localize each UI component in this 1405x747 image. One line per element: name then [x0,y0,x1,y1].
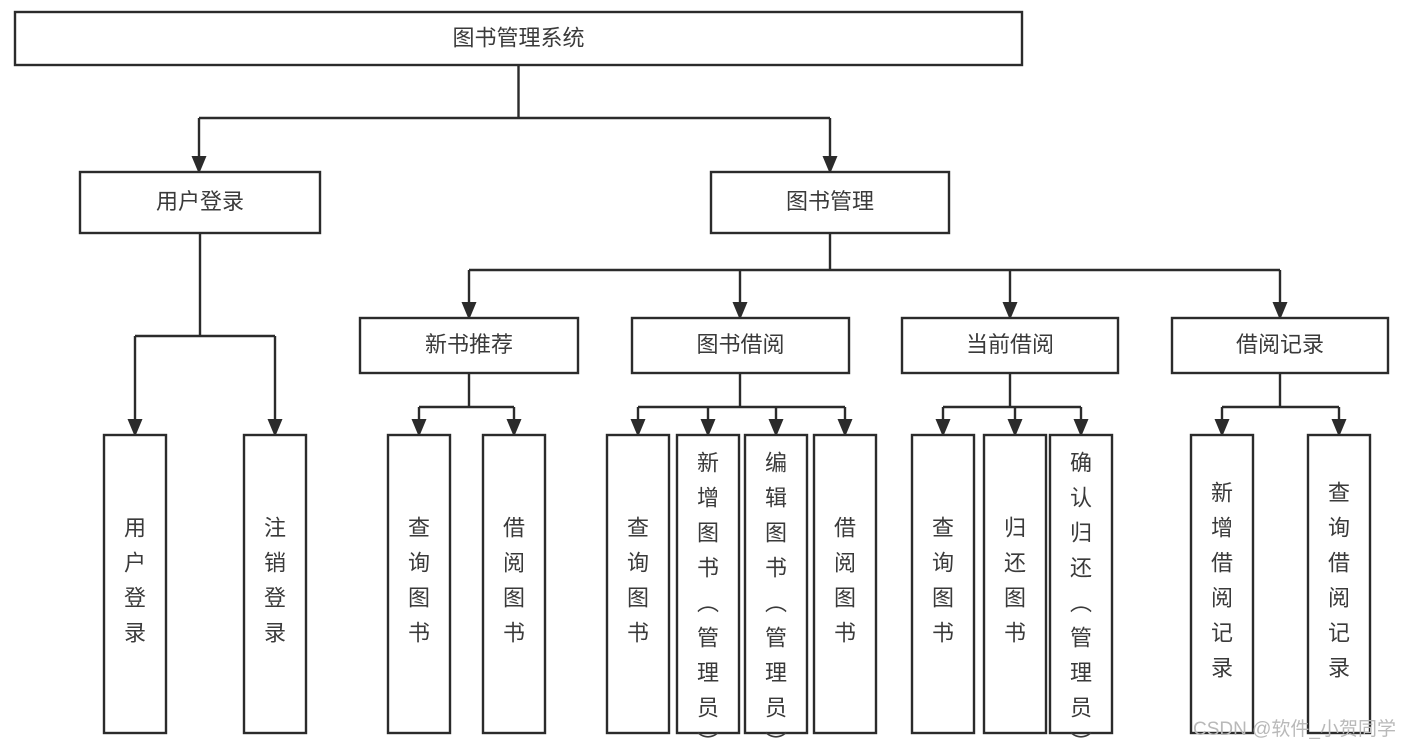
node-book-borrow[interactable]: 图书借阅 [630,316,851,375]
leaf-node-label: 用户登录 [124,515,146,645]
leaf-node[interactable]: 查询图书 [386,433,452,735]
leaf-node-box[interactable] [910,433,976,735]
leaf-node[interactable]: 查询借阅记录 [1306,433,1372,735]
node-current-borrow-box[interactable] [900,316,1120,375]
node-user-login-label: 用户登录 [156,189,244,214]
leaf-node[interactable]: 借阅图书 [812,433,878,735]
leaf-node-box[interactable] [743,433,809,735]
leaf-node-label: 新增图书︵管理员︶ [697,450,719,747]
leaf-node-label: 新增借阅记录 [1211,480,1233,680]
leaf-node-box[interactable] [386,433,452,735]
node-root-box[interactable] [13,10,1024,67]
node-borrow-record-box[interactable] [1170,316,1390,375]
node-book-borrow-box[interactable] [630,316,851,375]
node-root[interactable]: 图书管理系统 [13,10,1024,67]
leaf-node-label: 借阅图书 [503,515,525,645]
leaf-node-box[interactable] [1189,433,1255,735]
leaf-node-box[interactable] [1306,433,1372,735]
node-book-management[interactable]: 图书管理 [709,170,951,235]
node-user-login[interactable]: 用户登录 [78,170,322,235]
leaf-node-box[interactable] [481,433,547,735]
leaf-node-box[interactable] [675,433,741,735]
leaf-node[interactable]: 查询图书 [910,433,976,735]
node-current-borrow[interactable]: 当前借阅 [900,316,1120,375]
leaf-node[interactable]: 查询图书 [605,433,671,735]
leaf-node-label: 查询借阅记录 [1328,480,1350,680]
leaf-node-label: 编辑图书︵管理员︶ [765,450,787,747]
leaf-node-label: 归还图书 [1004,515,1026,645]
node-user-login-box[interactable] [78,170,322,235]
leaf-node[interactable]: 新增图书︵管理员︶ [675,433,741,747]
node-new-book-recommend-label: 新书推荐 [425,332,513,357]
leaf-node-label: 确认归还︵管理员︶ [1070,450,1092,747]
leaf-node-label: 查询图书 [932,515,954,645]
node-borrow-record[interactable]: 借阅记录 [1170,316,1390,375]
leaf-node-label: 查询图书 [627,515,649,645]
node-book-borrow-label: 图书借阅 [696,332,784,357]
leaf-node[interactable]: 用户登录 [102,433,168,735]
leaf-node[interactable]: 新增借阅记录 [1189,433,1255,735]
node-current-borrow-label: 当前借阅 [966,332,1054,357]
leaf-node[interactable]: 归还图书 [982,433,1048,735]
leaf-node-box[interactable] [605,433,671,735]
node-root-label: 图书管理系统 [452,25,584,50]
node-book-management-label: 图书管理 [786,189,874,214]
leaf-node-box[interactable] [982,433,1048,735]
leaf-node[interactable]: 借阅图书 [481,433,547,735]
leaf-node-label: 查询图书 [408,515,430,645]
leaf-node-box[interactable] [102,433,168,735]
leaf-node[interactable]: 注销登录 [242,433,308,735]
csdn-watermark: CSDN @软件_小贺同学 [1193,718,1396,740]
node-book-management-box[interactable] [709,170,951,235]
leaf-node-label: 借阅图书 [834,515,856,645]
connector-layer [127,65,1347,437]
leaf-node-box[interactable] [812,433,878,735]
leaf-node-box[interactable] [242,433,308,735]
leaf-node-label: 注销登录 [264,515,286,645]
leaf-node[interactable]: 确认归还︵管理员︶ [1048,433,1114,747]
node-borrow-record-label: 借阅记录 [1236,332,1324,357]
node-new-book-recommend-box[interactable] [358,316,580,375]
leaf-node[interactable]: 编辑图书︵管理员︶ [743,433,809,747]
node-new-book-recommend[interactable]: 新书推荐 [358,316,580,375]
leaf-node-layer: 用户登录 注销登录 查询图书 借阅图书 查询图书 新增图书︵管理员︶ 编辑图书︵管理员︶ 借阅… [102,433,1372,747]
leaf-node-box[interactable] [1048,433,1114,735]
